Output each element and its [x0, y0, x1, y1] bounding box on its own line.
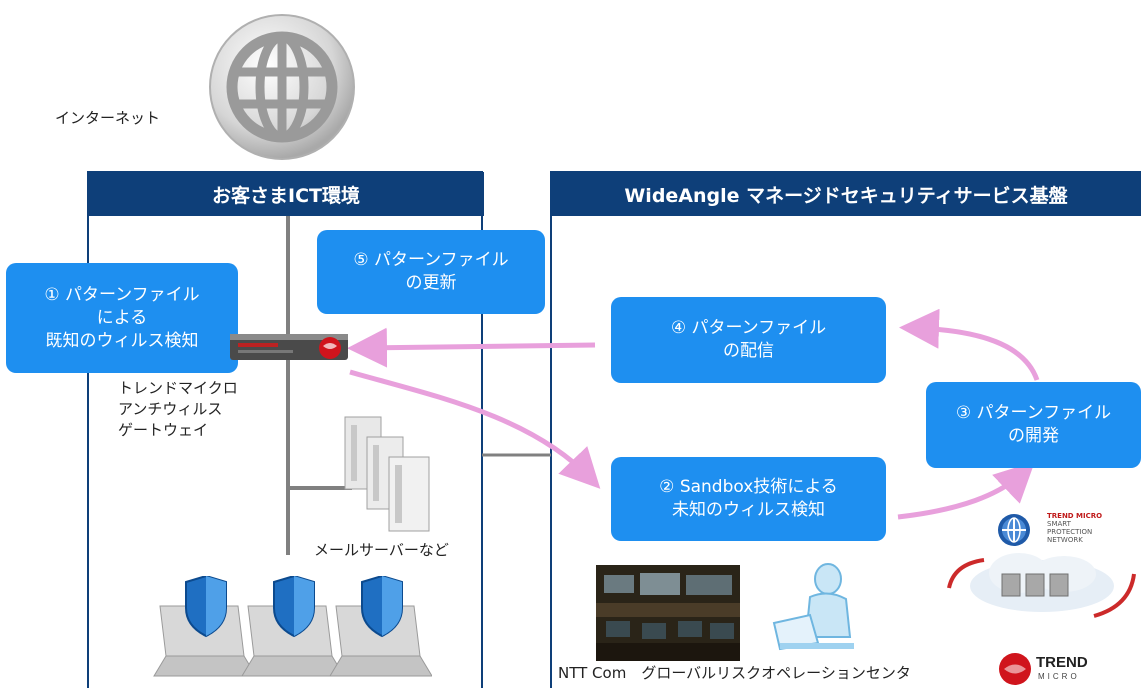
step1-line1: ① パターンファイル: [44, 284, 200, 305]
trend-logo-top: TREND: [1036, 654, 1088, 671]
step5-line2: の更新: [405, 273, 457, 293]
server-icon: [343, 413, 439, 533]
step1-line2: による: [96, 307, 148, 328]
soc-label: NTT Com グローバルリスクオペレーションセンタ: [558, 664, 911, 682]
step3-line2: の開発: [1008, 426, 1059, 446]
trend-micro-logo: TREND MICRO: [998, 652, 1118, 686]
step4-line1: ④ パターンファイル: [670, 318, 827, 338]
gateway-appliance-icon: [228, 330, 350, 364]
spn-line4: NETWORK: [1047, 536, 1083, 544]
laptop-shield-icon: [234, 576, 344, 688]
operation-center-photo: [596, 565, 740, 661]
laptop-shield-icon: [146, 576, 256, 688]
step2-box: ② Sandbox技術による 未知のウィルス検知: [611, 457, 886, 541]
step5-box: ⑤ パターンファイル の更新: [317, 230, 545, 314]
step3-box: ③ パターンファイル の開発: [926, 382, 1141, 468]
step4-box: ④ パターンファイル の配信: [611, 297, 886, 383]
spn-line3: PROTECTION: [1047, 528, 1093, 536]
arrow-gateway-to-step2: [349, 369, 601, 489]
spn-line1: TREND MICRO: [1047, 512, 1103, 520]
laptop-shield-icon: [322, 576, 432, 688]
trend-logo-bottom: MICRO: [1038, 672, 1080, 681]
customer-panel-title: お客さまICT環境: [88, 172, 484, 216]
gateway-label: トレンドマイクロ アンチウィルス ゲートウェイ: [118, 378, 248, 441]
arrow-step4-to-gateway: [347, 327, 596, 368]
mail-server-label: メールサーバーなど: [314, 541, 449, 559]
service-panel-title: WideAngle マネージドセキュリティサービス基盤: [551, 172, 1141, 216]
step2-line2: 未知のウィルス検知: [672, 500, 825, 520]
spn-text: TREND MICRO SMART PROTECTION NETWORK: [1047, 512, 1137, 544]
step4-line2: の配信: [723, 341, 774, 361]
internet-label: インターネット: [55, 109, 161, 127]
arrow-step2-to-step3: [897, 461, 1035, 520]
step1-line3: 既知のウィルス検知: [45, 330, 199, 351]
gateway-label-line2: アンチウィルス: [118, 400, 223, 418]
gateway-label-line1: トレンドマイクロ: [118, 379, 238, 397]
globe-icon: [207, 12, 357, 162]
spn-line2: SMART: [1047, 520, 1071, 528]
step3-line1: ③ パターンファイル: [955, 403, 1112, 423]
arrow-step3-to-step4: [899, 308, 1040, 381]
step2-line1: ② Sandbox技術による: [659, 477, 838, 497]
step5-line1: ⑤ パターンファイル: [353, 250, 509, 270]
smart-protection-network-graphic: [944, 508, 1141, 626]
gateway-label-line3: ゲートウェイ: [118, 421, 209, 439]
operator-icon: [770, 563, 862, 653]
step1-box: ① パターンファイル による 既知のウィルス検知: [6, 263, 238, 373]
